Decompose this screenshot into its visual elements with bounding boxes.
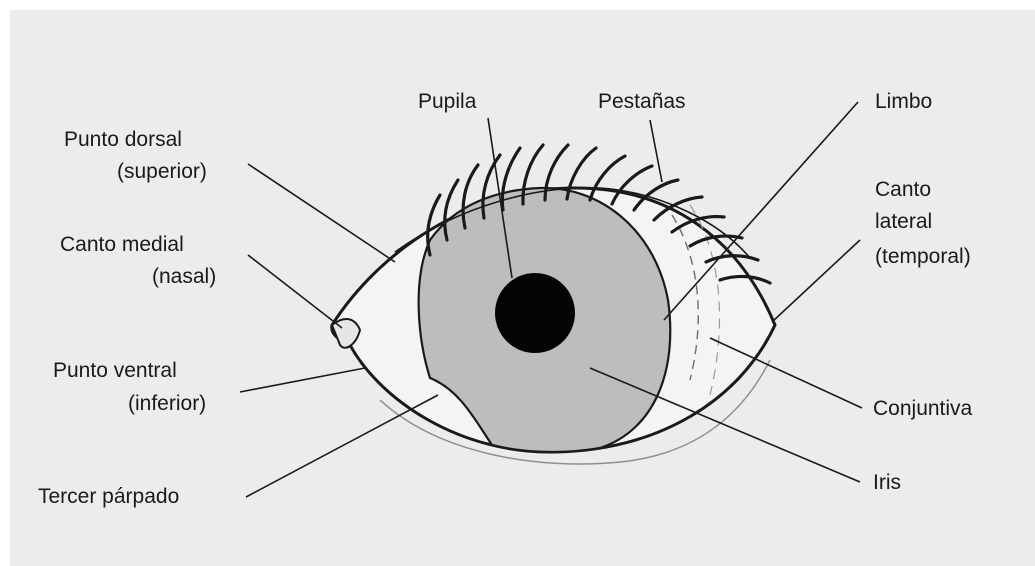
leader-punto-ventral — [240, 368, 365, 392]
label-canto-medial-sub: (nasal) — [152, 265, 216, 288]
leader-canto-medial — [248, 255, 342, 328]
label-conjuntiva: Conjuntiva — [873, 397, 973, 420]
label-canto-medial: Canto medial — [60, 233, 184, 256]
label-iris: Iris — [873, 471, 901, 494]
leader-tercer-parpado — [246, 395, 438, 497]
label-canto-lateral-2: lateral — [875, 210, 932, 233]
label-tercer-parpado: Tercer párpado — [38, 485, 179, 508]
leader-pestanas — [650, 120, 662, 182]
pupil-shape — [495, 273, 575, 353]
label-pestanas: Pestañas — [598, 90, 686, 113]
label-punto-dorsal-sub: (superior) — [117, 160, 207, 183]
leader-punto-dorsal — [248, 164, 395, 262]
label-pupila: Pupila — [418, 90, 477, 113]
label-canto-lateral-3: (temporal) — [875, 245, 971, 268]
leader-canto-lateral — [772, 240, 860, 322]
label-punto-ventral-sub: (inferior) — [128, 392, 206, 415]
label-punto-dorsal: Punto dorsal — [64, 128, 182, 151]
label-punto-ventral: Punto ventral — [53, 359, 177, 382]
label-canto-lateral: Canto — [875, 178, 931, 201]
label-limbo: Limbo — [875, 90, 932, 113]
